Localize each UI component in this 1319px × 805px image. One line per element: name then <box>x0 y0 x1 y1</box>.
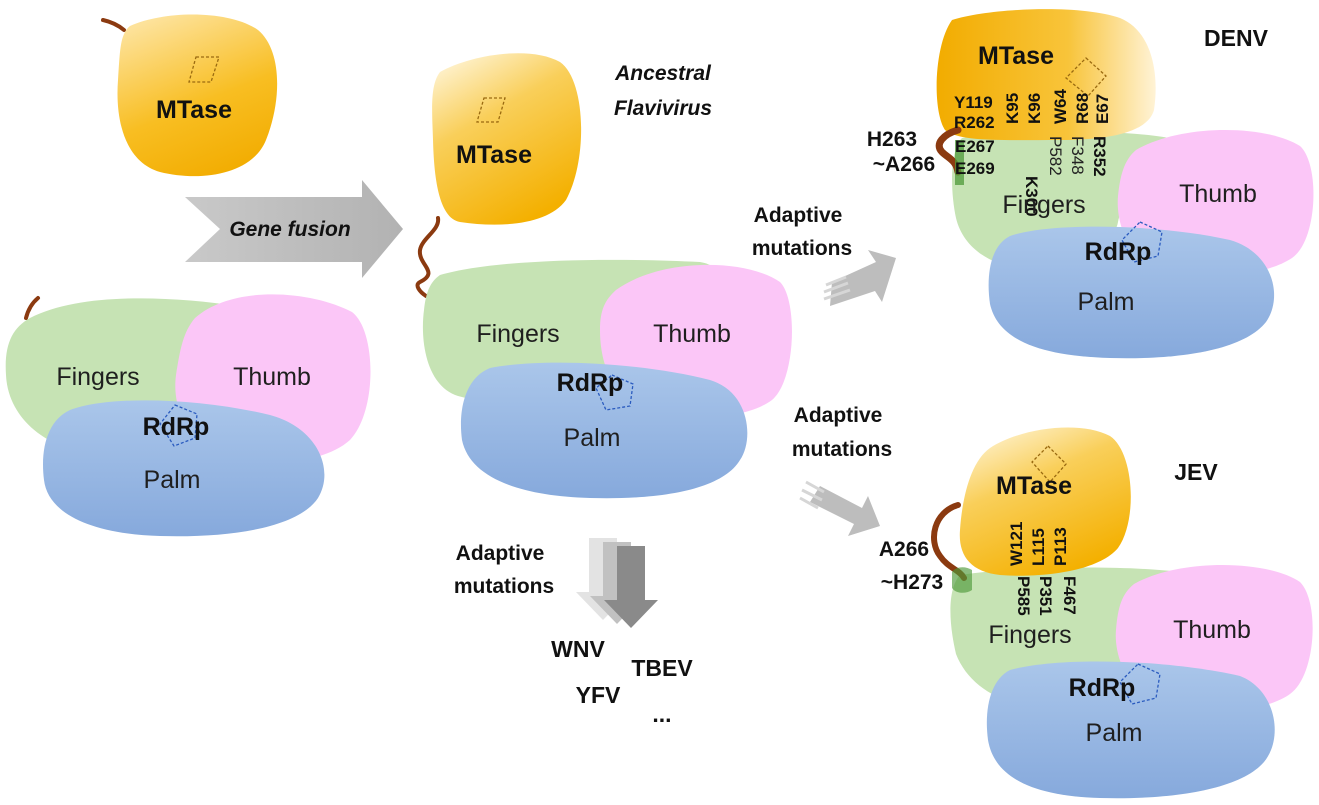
thumb-label-a: Thumb <box>233 363 311 391</box>
palm-label-a: Palm <box>144 466 201 494</box>
jev-residue-p585: P585 <box>1014 576 1033 616</box>
mtase-label-ancestral: MTase <box>456 141 532 169</box>
active-site-diamond-icon-denv <box>1065 57 1107 97</box>
polymerase-active-site-pentagon-icon-jev <box>1119 663 1161 705</box>
rdrp-label-denv: RdRp <box>1085 238 1152 266</box>
denv-residue-k95: K95 <box>1003 93 1022 124</box>
denv-residue-e67: E67 <box>1093 94 1112 124</box>
adaptive-mutations-to-jev: Adaptive mutations <box>792 404 892 536</box>
mtase-label-jev: MTase <box>996 472 1072 500</box>
virus-label-denv: DENV <box>1204 25 1269 51</box>
adaptive-label-denv-line2: mutations <box>752 237 852 260</box>
rdrp-label-ancestral: RdRp <box>557 369 624 397</box>
arrow-to-jev-streak <box>799 480 825 510</box>
thumb-label-jev: Thumb <box>1173 616 1251 644</box>
fingers-label-ancestral: Fingers <box>476 320 559 348</box>
denv-linker-range-1: H263 <box>867 128 917 151</box>
denv-residue-p582: P582 <box>1046 136 1065 176</box>
palm-domain-denv <box>988 226 1275 359</box>
denv-residue-k300: K300 <box>1022 176 1041 217</box>
virus-tbev: TBEV <box>631 655 693 681</box>
denv-residue-w64: W64 <box>1051 89 1070 125</box>
linker-jev <box>931 502 967 581</box>
thumb-label-denv: Thumb <box>1179 180 1257 208</box>
adaptive-label-jev-line1: Adaptive <box>794 404 883 427</box>
adaptive-mutations-to-denv: Adaptive mutations <box>752 204 896 306</box>
jev-linker-range-1: A266 <box>879 538 929 561</box>
jev-residue-l115: L115 <box>1029 528 1048 566</box>
polymerase-active-site-pentagon-icon <box>159 404 198 447</box>
rdrp-label-jev: RdRp <box>1069 674 1136 702</box>
panel-denv: DENV MTase H263 ~A266 Y119 R262 K95 K96 … <box>867 9 1314 359</box>
active-site-diamond-icon <box>188 56 220 83</box>
panel-separate-domains: MTase Fingers Thumb RdRp Palm <box>5 14 371 537</box>
ancestral-label-line2: Flavivirus <box>614 97 712 120</box>
palm-domain-a <box>43 400 325 537</box>
active-site-diamond-icon-jev <box>1031 445 1067 483</box>
virus-label-jev: JEV <box>1174 459 1218 485</box>
fingers-label-jev: Fingers <box>988 621 1071 649</box>
panel-ancestral-flavivirus: MTase Fingers Thumb RdRp Palm Ancestral … <box>415 53 792 499</box>
denv-residue-e267: E267 <box>955 137 995 156</box>
down-arrow-icon-dark <box>604 546 658 628</box>
panel-jev: JEV MTase A266 ~H273 W121 L115 P113 P585… <box>879 427 1313 799</box>
adaptive-label-denv-line1: Adaptive <box>754 204 843 227</box>
polymerase-active-site-pentagon-icon-denv <box>1121 221 1163 263</box>
virus-wnv: WNV <box>551 636 605 662</box>
mtase-label-a: MTase <box>156 96 232 124</box>
palm-label-denv: Palm <box>1078 288 1135 316</box>
denv-residue-y119: Y119 <box>954 93 993 112</box>
adaptive-label-down-line1: Adaptive <box>456 542 545 565</box>
jev-residue-p113: P113 <box>1051 527 1070 566</box>
jev-residue-f467: F467 <box>1060 576 1079 615</box>
mtase-domain-jev <box>959 427 1131 576</box>
arrow-to-denv-streak <box>823 275 851 301</box>
linker-ancestral <box>415 216 441 298</box>
gene-fusion-arrow-icon <box>185 180 403 278</box>
linker-denv <box>935 126 962 176</box>
rdrp-label-a: RdRp <box>143 413 210 441</box>
jev-linker-range-2: ~H273 <box>881 571 943 594</box>
adaptive-mutations-down: Adaptive mutations <box>454 538 658 628</box>
interface-patch-denv <box>955 140 964 185</box>
mtase-domain-denv <box>936 9 1156 141</box>
gene-fusion-label: Gene fusion <box>229 218 350 241</box>
denv-residue-r352: R352 <box>1090 136 1109 177</box>
thumb-label-ancestral: Thumb <box>653 320 731 348</box>
interface-patch-jev <box>952 567 972 593</box>
other-flaviviruses: WNV TBEV YFV ... <box>551 636 693 727</box>
denv-residue-r68: R68 <box>1073 93 1092 124</box>
linker-tail-mtase <box>101 18 126 32</box>
denv-residue-f348: F348 <box>1068 136 1087 175</box>
active-site-diamond-icon-ancestral <box>476 97 506 123</box>
virus-yfv: YFV <box>576 682 621 708</box>
palm-label-ancestral: Palm <box>564 424 621 452</box>
denv-residue-r262: R262 <box>954 113 995 132</box>
mtase-domain-ancestral <box>432 53 582 225</box>
denv-linker-range-2: ~A266 <box>873 153 935 176</box>
polymerase-active-site-pentagon-icon-ancestral <box>595 374 634 411</box>
palm-domain-jev <box>986 661 1275 799</box>
denv-residue-k96: K96 <box>1025 93 1044 124</box>
arrow-to-jev-icon <box>810 486 880 536</box>
virus-ellipsis: ... <box>652 701 671 727</box>
mtase-domain-a <box>117 14 278 177</box>
mtase-label-denv: MTase <box>978 42 1054 70</box>
jev-residue-p351: P351 <box>1036 576 1055 616</box>
fingers-label-denv: Fingers <box>1002 191 1085 219</box>
adaptive-label-down-line2: mutations <box>454 575 554 598</box>
jev-residue-w121: W121 <box>1007 522 1026 566</box>
adaptive-label-jev-line2: mutations <box>792 438 892 461</box>
fingers-label-a: Fingers <box>56 363 139 391</box>
palm-domain-ancestral <box>460 362 748 499</box>
ancestral-label-line1: Ancestral <box>614 62 712 85</box>
gene-fusion-arrow: Gene fusion <box>185 180 403 278</box>
palm-label-jev: Palm <box>1086 719 1143 747</box>
denv-residue-e269: E269 <box>955 159 995 178</box>
linker-tail-rdrp <box>24 296 40 320</box>
